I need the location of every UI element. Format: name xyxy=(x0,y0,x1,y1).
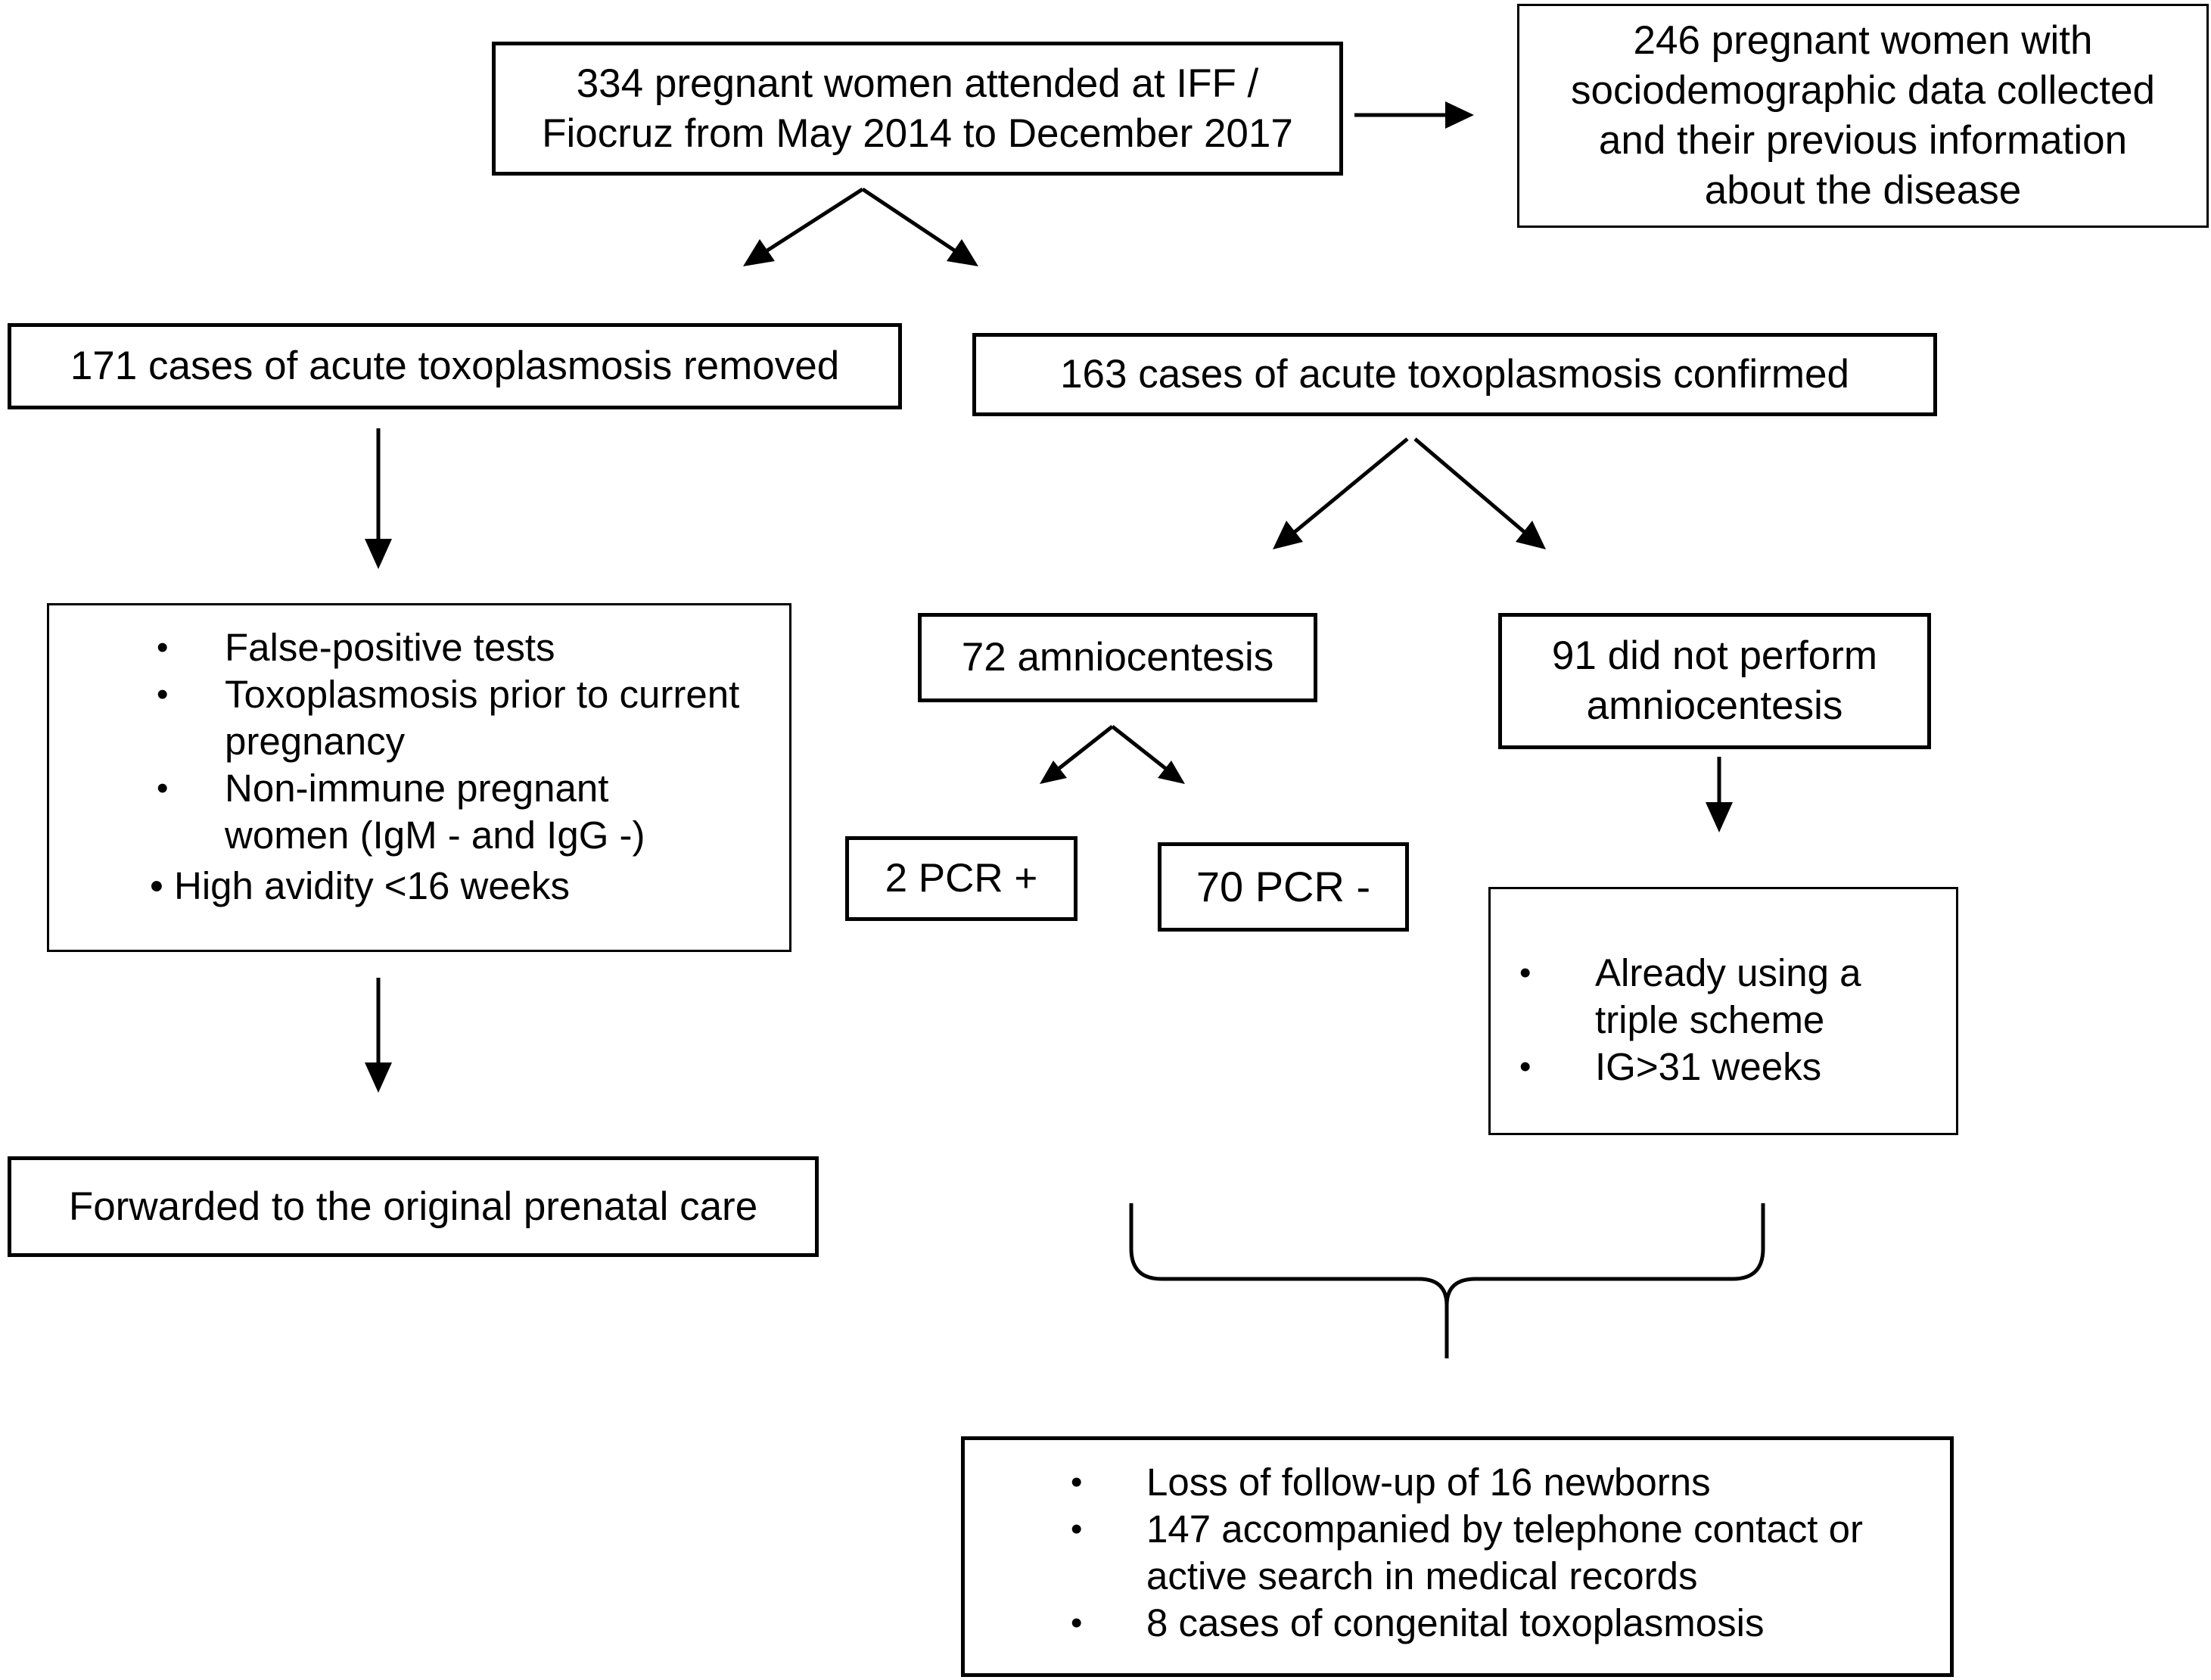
total-women-line-2: Fiocruz from May 2014 to December 2017 xyxy=(542,110,1293,156)
pcr-positive-box: 2 PCR + xyxy=(845,836,1078,921)
removed-reason-text: pregnancy xyxy=(225,720,406,763)
outcome-item: • Loss of follow-up of 16 newborns xyxy=(1071,1459,1863,1506)
total-women-box: 334 pregnant women attended at IFF / Fio… xyxy=(492,42,1343,176)
arrowhead xyxy=(1158,761,1185,784)
arrowhead xyxy=(1273,521,1303,549)
pcr-positive-text: 2 PCR + xyxy=(885,856,1038,901)
no-amniocentesis-line-1: 91 did not perform xyxy=(1551,633,1878,678)
arrowhead xyxy=(1445,101,1474,129)
arrow-to-pcr-positive xyxy=(1050,725,1114,776)
bullet-glyph: • xyxy=(157,770,169,807)
pcr-negative-text: 70 PCR - xyxy=(1196,863,1371,910)
pcr-negative-box: 70 PCR - xyxy=(1158,842,1409,932)
removed-cases-box: 171 cases of acute toxoplasmosis removed xyxy=(8,323,902,409)
removed-reason-item: • False-positive tests xyxy=(157,624,739,671)
bullet-glyph: • xyxy=(157,676,169,713)
arrowhead xyxy=(365,539,392,569)
sociodemographic-box: 246 pregnant women with sociodemographic… xyxy=(1517,4,2209,228)
arrowhead xyxy=(947,239,978,266)
bullet-glyph: • xyxy=(157,629,169,666)
bullet-glyph: • xyxy=(1071,1464,1083,1501)
no-amniocentesis-line-2: amniocentesis xyxy=(1586,683,1843,728)
no-amniocentesis-box: 91 did not perform amniocentesis xyxy=(1498,613,1931,749)
removed-reason-high-avidity: • High avidity <16 weeks xyxy=(150,864,571,907)
forwarded-text: Forwarded to the original prenatal care xyxy=(68,1184,758,1229)
arrow-to-amniocentesis xyxy=(1285,437,1409,540)
removed-reason-text: False-positive tests xyxy=(225,626,555,669)
removed-reason-item: • Non-immune pregnant women (IgM - and I… xyxy=(157,765,739,859)
bullet-glyph: • xyxy=(1071,1510,1083,1548)
sociodemographic-line-3: and their previous information xyxy=(1598,118,2128,163)
outcome-text: Loss of follow-up of 16 newborns xyxy=(1146,1461,1711,1504)
removed-reason-text: Toxoplasmosis prior to current xyxy=(225,673,740,716)
arrow-to-removed xyxy=(755,187,864,260)
confirmed-cases-box: 163 cases of acute toxoplasmosis confirm… xyxy=(972,333,1937,416)
outcome-text: 8 cases of congenital toxoplasmosis xyxy=(1146,1601,1765,1644)
outcome-text: 147 accompanied by telephone contact or xyxy=(1146,1507,1863,1551)
removed-reason-text: women (IgM - and IgG -) xyxy=(225,814,645,857)
no-amnio-reasons-box: • Already using a triple scheme • IG>31 … xyxy=(1488,887,1958,1135)
arrowhead xyxy=(743,239,775,266)
arrow-to-confirmed xyxy=(861,187,966,260)
amniocentesis-box: 72 amniocentesis xyxy=(918,613,1317,702)
arrow-to-pcr-negative xyxy=(1111,725,1174,776)
arrowhead xyxy=(1516,521,1546,549)
no-amnio-reason-text: triple scheme xyxy=(1595,998,1825,1041)
removed-reasons-box: • False-positive tests • Toxoplasmosis p… xyxy=(47,603,791,952)
removed-cases-text: 171 cases of acute toxoplasmosis removed xyxy=(70,344,840,388)
bullet-glyph: • xyxy=(1071,1604,1083,1641)
forwarded-box: Forwarded to the original prenatal care xyxy=(8,1156,819,1257)
no-amnio-reason-item: • IG>31 weeks xyxy=(1519,1044,1861,1090)
outcome-item: • 147 accompanied by telephone contact o… xyxy=(1071,1506,1863,1600)
outcome-item: • 8 cases of congenital toxoplasmosis xyxy=(1071,1600,1863,1647)
removed-reason-text: Non-immune pregnant xyxy=(225,767,609,810)
no-amnio-reason-text: IG>31 weeks xyxy=(1595,1045,1822,1088)
sociodemographic-line-4: about the disease xyxy=(1704,168,2022,213)
amniocentesis-text: 72 amniocentesis xyxy=(961,635,1274,680)
outcome-text: active search in medical records xyxy=(1146,1554,1698,1598)
no-amnio-reason-item: • Already using a triple scheme xyxy=(1519,950,1861,1044)
bullet-glyph: • xyxy=(1519,954,1532,991)
confirmed-cases-text: 163 cases of acute toxoplasmosis confirm… xyxy=(1060,352,1849,397)
arrow-to-no-amniocentesis xyxy=(1413,437,1534,540)
arrowhead xyxy=(1040,761,1067,784)
merge-brace xyxy=(1129,1203,1765,1358)
arrowhead xyxy=(1706,802,1733,832)
total-women-line-1: 334 pregnant women attended at IFF / xyxy=(576,61,1259,106)
no-amnio-reason-text: Already using a xyxy=(1595,951,1861,994)
sociodemographic-line-1: 246 pregnant women with xyxy=(1633,18,2093,63)
bullet-glyph: • xyxy=(1519,1048,1532,1085)
removed-reason-item: • Toxoplasmosis prior to current pregnan… xyxy=(157,671,740,765)
arrowhead xyxy=(365,1062,392,1093)
sociodemographic-line-2: sociodemographic data collected xyxy=(1571,68,2155,113)
outcomes-box: • Loss of follow-up of 16 newborns • 147… xyxy=(961,1436,1954,1677)
